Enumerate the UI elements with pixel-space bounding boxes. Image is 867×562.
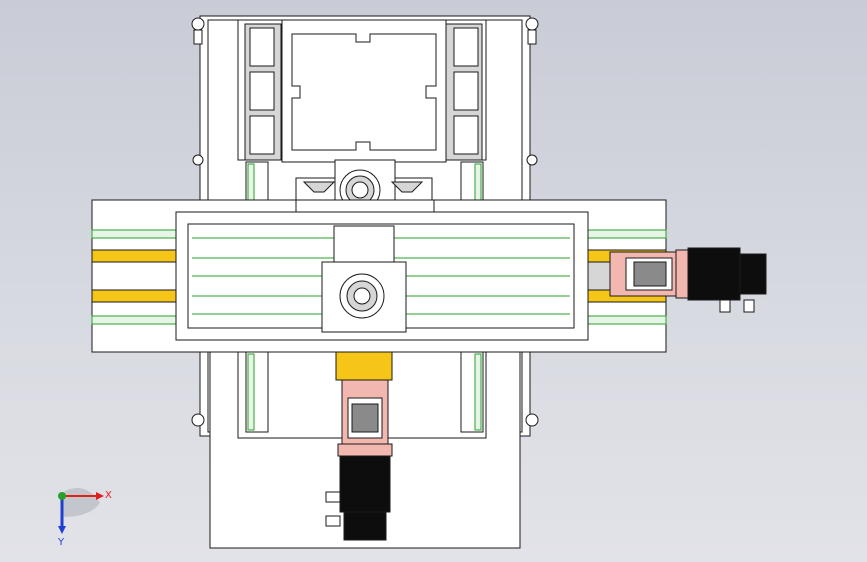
x-rail-left — [91, 229, 177, 325]
y-rail-lower — [245, 351, 484, 433]
y-axis-label: Y — [57, 537, 65, 548]
upper-frame — [237, 19, 487, 163]
servo-motor-y[interactable] — [325, 379, 393, 541]
y-rail-upper — [245, 161, 484, 203]
coordinate-triad: X Y — [57, 487, 112, 548]
x-axis-label: X — [105, 490, 112, 501]
x-carriage-table — [175, 211, 589, 341]
servo-motor-x[interactable] — [609, 247, 767, 313]
